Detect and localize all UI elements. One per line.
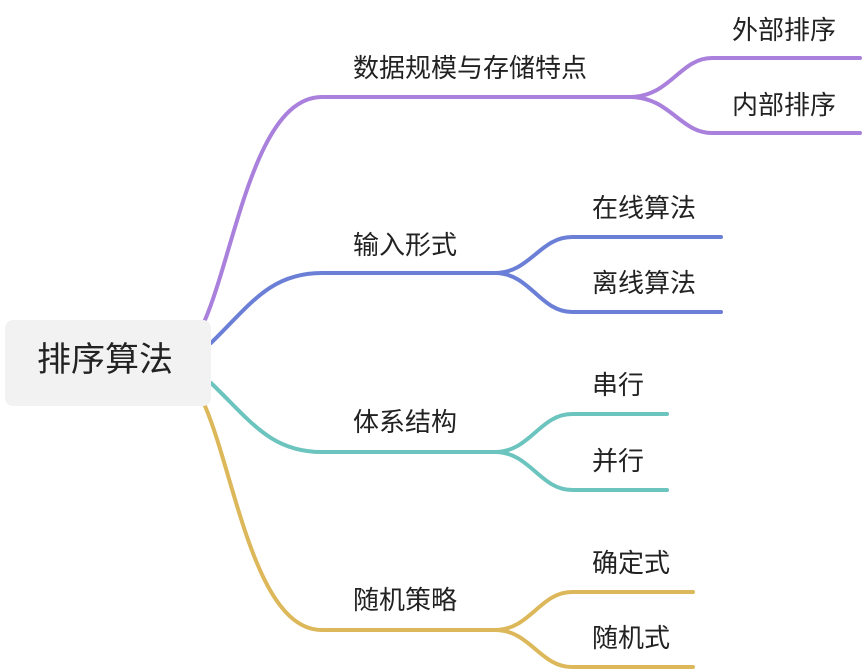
root-to-storage-connector [203,95,324,322]
storage-to-external-connector [628,56,862,99]
input-to-offline-connector [493,271,723,314]
root-node[interactable] [5,320,211,406]
leaf-deterministic-label[interactable]: 确定式 [592,549,671,579]
leaf-internal-sort-label[interactable]: 内部排序 [732,91,837,121]
architecture-to-serial-connector [493,412,669,454]
random-to-deterministic-connector [493,590,695,632]
storage-to-internal-connector [628,95,862,135]
root-to-architecture-connector [209,381,324,454]
input-to-online-connector [493,235,723,275]
branch-architecture-label[interactable]: 体系结构 [353,408,458,438]
branch-random-label[interactable]: 随机策略 [353,586,458,616]
architecture-to-parallel-connector [493,450,669,492]
root-to-input-connector [209,271,324,345]
leaf-randomized-label[interactable]: 随机式 [592,624,671,654]
leaf-external-sort-label[interactable]: 外部排序 [732,16,837,46]
leaf-online-algorithm-label[interactable]: 在线算法 [592,194,697,224]
branch-input-label[interactable]: 输入形式 [353,231,458,261]
root-to-random-connector [203,404,324,632]
leaf-offline-algorithm-label[interactable]: 离线算法 [592,269,697,299]
leaf-serial-label[interactable]: 串行 [592,371,645,401]
root-node-label: 排序算法 [37,340,173,380]
leaf-parallel-label[interactable]: 并行 [592,447,645,477]
branch-storage-label[interactable]: 数据规模与存储特点 [353,54,588,84]
random-to-randomized-connector [493,628,695,669]
